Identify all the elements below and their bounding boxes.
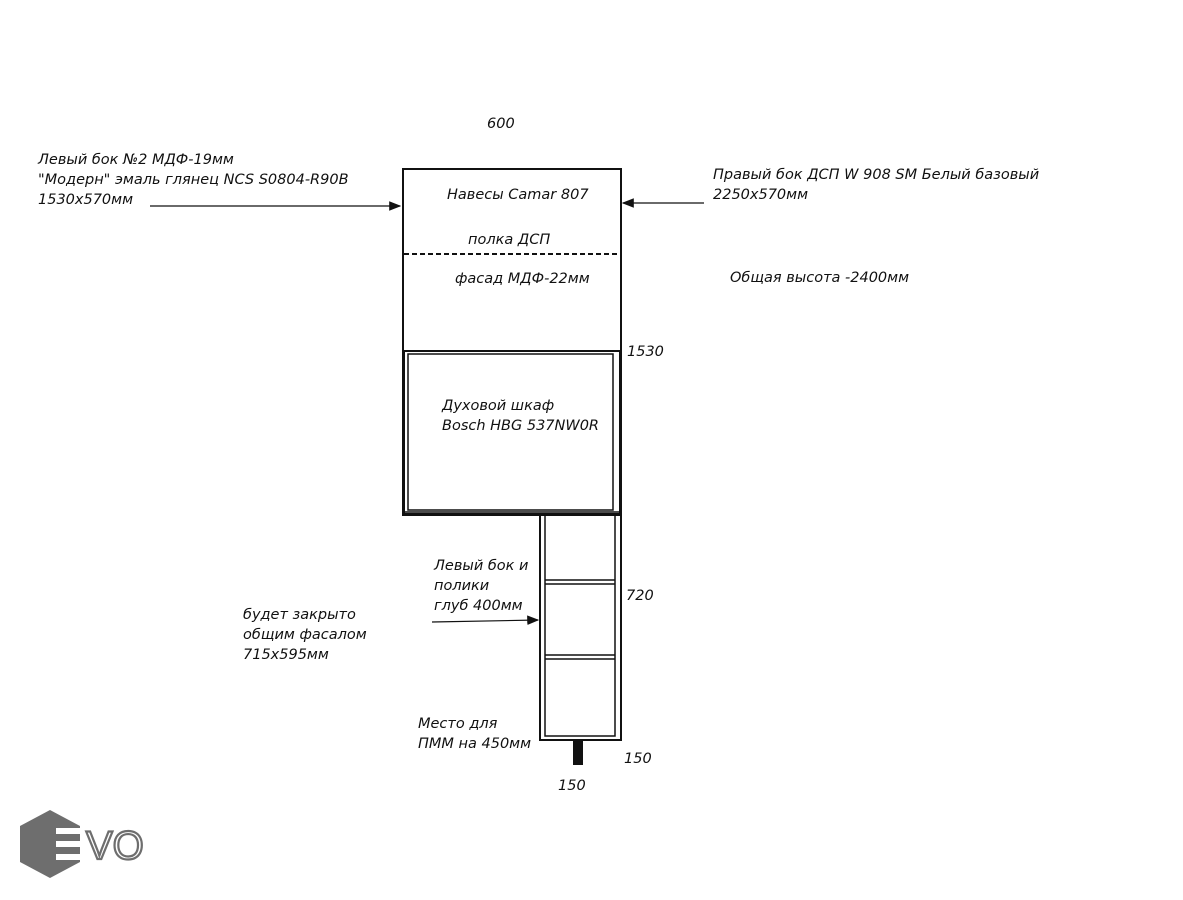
label-right-side: Правый бок ДСП W 908 SM Белый базовый 22… — [713, 167, 1040, 203]
label-hinges: Навесы Camar 807 — [447, 187, 589, 203]
dimension-plinth-bottom: 150 — [558, 778, 586, 794]
label-lower-left: Левый бок и полики глуб 400мм — [434, 558, 529, 614]
lower-cabinet — [539, 513, 622, 741]
upper-cabinet — [402, 168, 622, 516]
label-closed-facade: будет закрыто общим фасалом 715х595мм — [243, 607, 367, 663]
dimension-plinth-right: 150 — [624, 751, 652, 767]
logo-text: VO — [86, 824, 144, 868]
plinth-leg — [573, 740, 583, 765]
arrow-lower-left — [431, 615, 540, 626]
dimension-width-top: 600 — [487, 116, 515, 132]
lower-cabinet-inner — [544, 513, 616, 737]
evo-logo: VO — [20, 810, 145, 878]
oven-inner-frame — [407, 353, 614, 511]
label-total-height: Общая высота -2400мм — [730, 270, 910, 286]
dimension-height-upper: 1530 — [627, 344, 664, 360]
label-dishwasher-space: Место для ПММ на 450мм — [418, 716, 532, 752]
oven-compartment — [403, 350, 621, 515]
label-left-side: Левый бок №2 МДФ-19мм "Модерн" эмаль гля… — [38, 152, 349, 208]
logo-hexagon-icon — [20, 810, 80, 878]
label-shelf: полка ДСП — [468, 232, 551, 248]
label-oven: Духовой шкаф Bosch HBG 537NW0R — [442, 398, 600, 434]
dimension-height-lower: 720 — [626, 588, 654, 604]
label-facade: фасад МДФ-22мм — [455, 271, 590, 287]
